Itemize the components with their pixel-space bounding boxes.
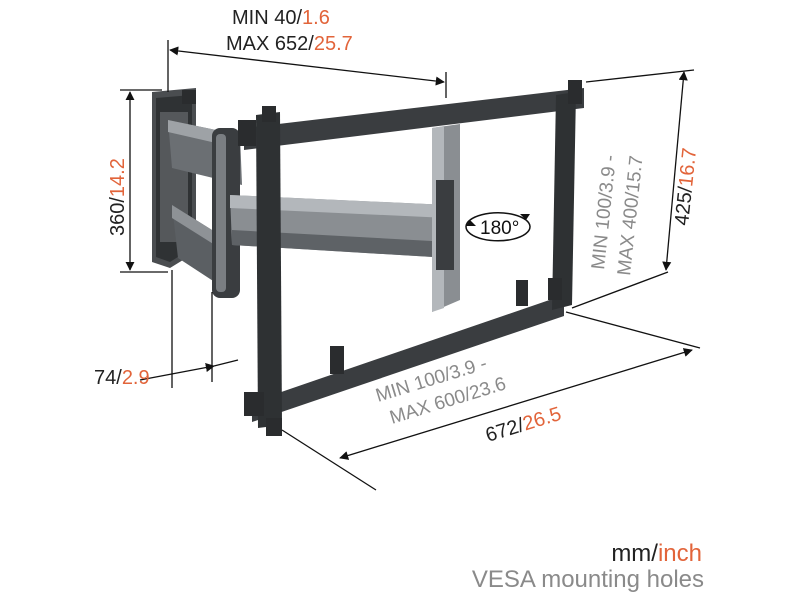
frame-height-label: 425/16.7 bbox=[671, 147, 701, 227]
tv-frame bbox=[238, 80, 584, 436]
rotation-label: 180° bbox=[480, 218, 519, 239]
units-inch: inch bbox=[657, 540, 702, 567]
arm-extension-max: MAX 652/25.7 bbox=[226, 33, 353, 55]
rotation-180-icon: 180° bbox=[465, 212, 531, 242]
frame-width-label: 672/26.5 bbox=[483, 403, 564, 447]
wall-depth-label: 74/2.9 bbox=[94, 367, 150, 389]
vesa-caption: VESA mounting holes bbox=[471, 566, 704, 593]
wall-plate-height-label: 360/14.2 bbox=[107, 158, 129, 236]
arm-extension-min: MIN 40/1.6 bbox=[232, 7, 330, 29]
dimension-lines bbox=[120, 40, 701, 491]
articulating-arm bbox=[168, 120, 450, 298]
units-legend: mm/inch bbox=[611, 540, 702, 568]
units-mm: mm/ bbox=[611, 540, 658, 567]
